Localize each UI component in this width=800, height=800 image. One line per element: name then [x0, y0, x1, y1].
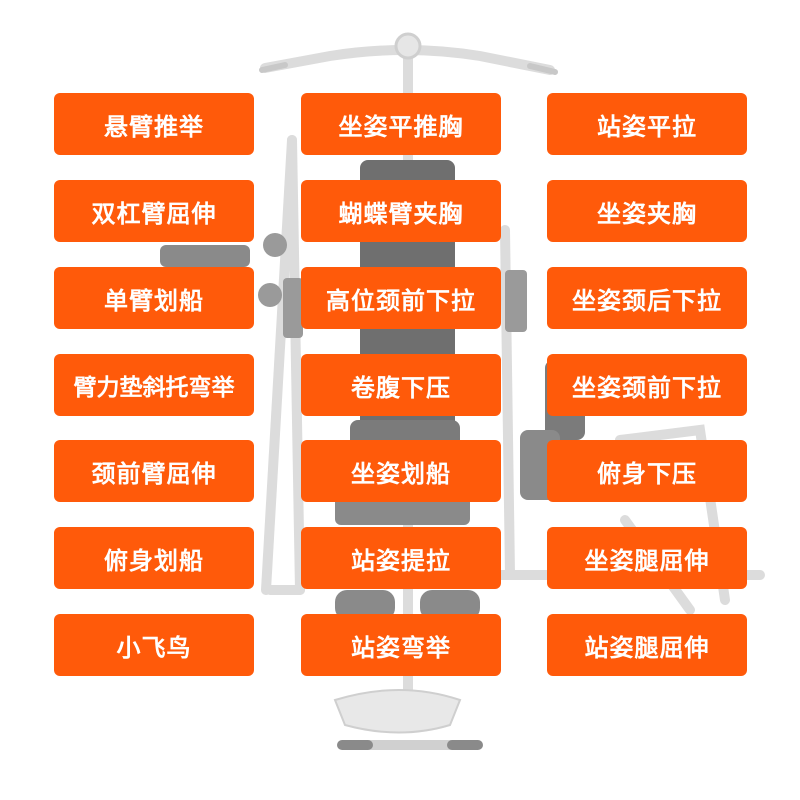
- exercise-label: 卷腹下压: [301, 354, 501, 416]
- exercise-label: 站姿提拉: [301, 527, 501, 589]
- exercise-label: 俯身下压: [547, 440, 747, 502]
- exercise-label: 坐姿腿屈伸: [547, 527, 747, 589]
- exercise-label: 坐姿颈后下拉: [547, 267, 747, 329]
- exercise-label: 单臂划船: [54, 267, 254, 329]
- exercise-label: 坐姿划船: [301, 440, 501, 502]
- exercise-label: 俯身划船: [54, 527, 254, 589]
- exercise-label: 双杠臂屈伸: [54, 180, 254, 242]
- exercise-label: 小飞鸟: [54, 614, 254, 676]
- exercise-label: 坐姿平推胸: [301, 93, 501, 155]
- exercise-label: 坐姿颈前下拉: [547, 354, 747, 416]
- exercise-label: 站姿弯举: [301, 614, 501, 676]
- exercise-label: 高位颈前下拉: [301, 267, 501, 329]
- exercise-label: 悬臂推举: [54, 93, 254, 155]
- exercise-label: 臂力垫斜托弯举: [54, 354, 254, 416]
- exercise-label: 坐姿夹胸: [547, 180, 747, 242]
- exercise-label: 站姿平拉: [547, 93, 747, 155]
- exercise-label: 站姿腿屈伸: [547, 614, 747, 676]
- exercise-label: 颈前臂屈伸: [54, 440, 254, 502]
- exercise-label: 蝴蝶臂夹胸: [301, 180, 501, 242]
